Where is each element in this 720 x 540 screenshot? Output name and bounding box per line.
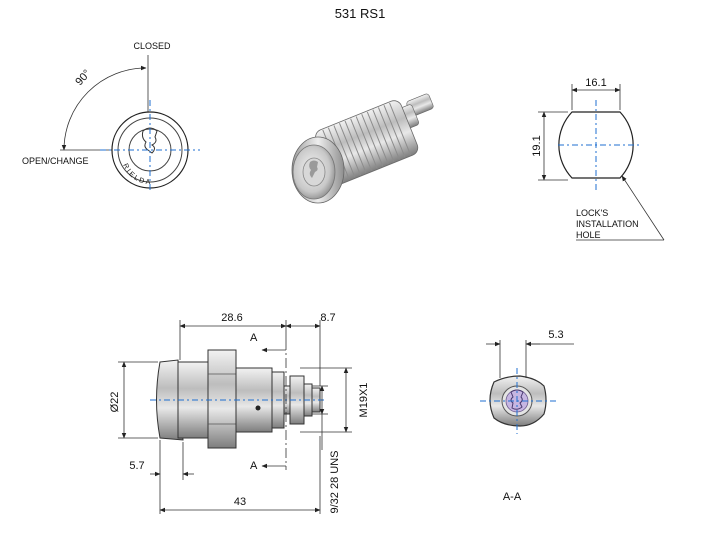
- cutout-view: 16.1 19.1 LOCK'S INSTALLATION HOLE: [531, 77, 665, 241]
- dim-stud-thread: 9/32 28 UNS: [329, 451, 341, 514]
- section-mark-bottom: A: [250, 460, 258, 472]
- hex-nut: [207, 349, 237, 449]
- dim-diameter: Ø22: [109, 392, 121, 413]
- side-view: A A 28.6 8.7 Ø22 M19X1 9/32 28 UNS 5.7: [109, 312, 370, 514]
- dim-body-length: 28.6: [221, 312, 242, 324]
- cutout-note-line2: INSTALLATION: [576, 219, 639, 229]
- cutout-note-line1: LOCK'S: [576, 208, 608, 218]
- lock-render: [291, 93, 434, 204]
- section-view: 5.3 A-A: [480, 329, 574, 503]
- drawing-title: 531 RS1: [335, 6, 386, 21]
- dim-overall: 43: [234, 496, 246, 508]
- cutout-width-dim: 16.1: [585, 77, 606, 89]
- cutout-note-line3: HOLE: [576, 230, 601, 240]
- section-label: A-A: [503, 491, 522, 503]
- angle-label: 90°: [73, 68, 93, 88]
- dim-thread: M19X1: [358, 383, 370, 418]
- dim-flange: 5.7: [129, 460, 144, 472]
- section-mark-top: A: [250, 332, 258, 344]
- dim-tail-length: 8.7: [320, 312, 335, 324]
- cutout-height-dim: 19.1: [531, 135, 543, 156]
- open-change-label: OPEN/CHANGE: [22, 156, 89, 166]
- rotation-arc: [61, 65, 147, 151]
- section-width-dim: 5.3: [548, 329, 563, 341]
- front-view: 90° CLOSED OPEN/CHANGE RIELDA: [22, 41, 200, 192]
- closed-label: CLOSED: [133, 41, 171, 51]
